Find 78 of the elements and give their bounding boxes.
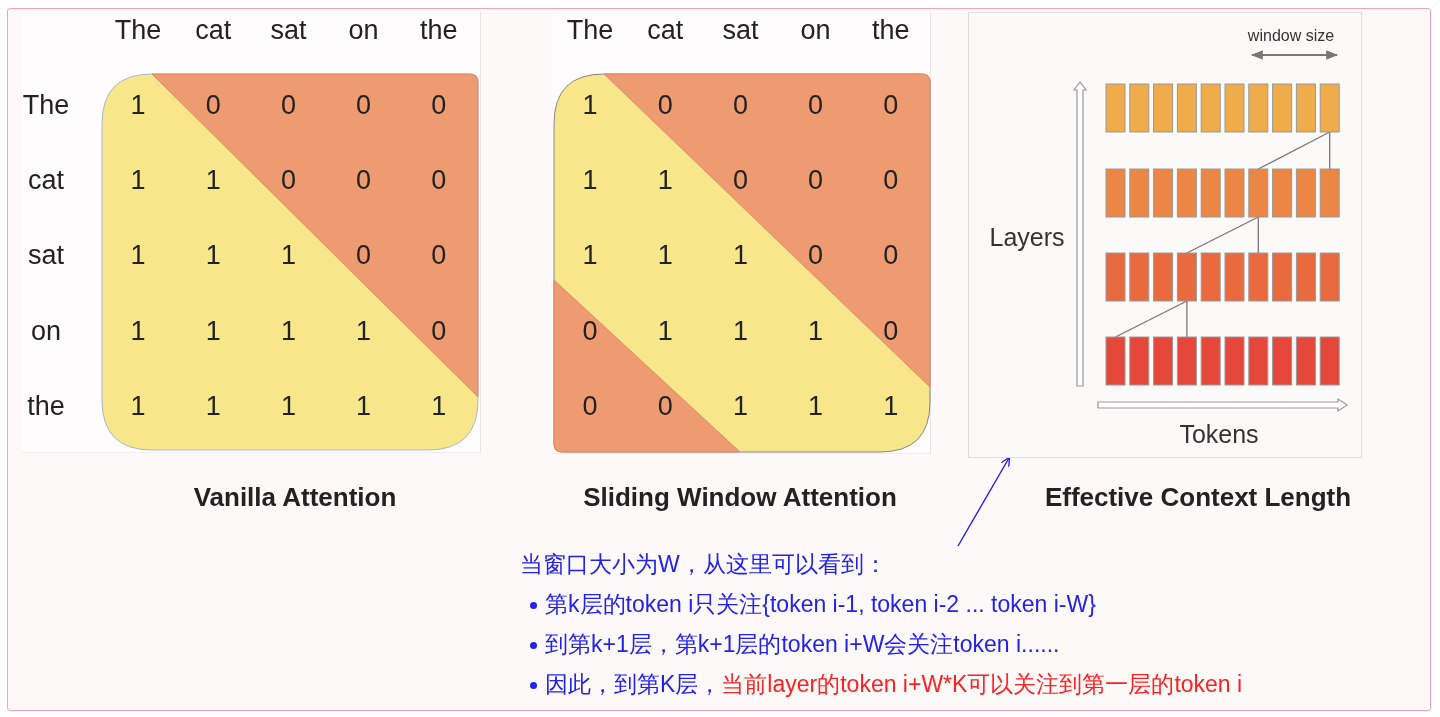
note-text: 当窗口大小为W，从这里可以看到：: [520, 553, 887, 576]
matrix-value: 1: [582, 241, 598, 269]
matrix-value: 1: [732, 317, 748, 345]
matrix-value: 1: [582, 91, 598, 119]
matrix-value: 0: [657, 91, 673, 119]
matrix-value: 1: [280, 241, 296, 269]
row-header: The: [22, 91, 70, 119]
matrix-value: 1: [130, 241, 146, 269]
column-header: cat: [195, 16, 232, 44]
matrix-value: 1: [205, 317, 221, 345]
panel-title: Vanilla Attention: [193, 484, 397, 510]
matrix-value: 0: [356, 91, 372, 119]
matrix-value: 0: [431, 317, 447, 345]
matrix-value: 1: [130, 166, 146, 194]
matrix-value: 1: [657, 317, 673, 345]
column-header: cat: [647, 16, 684, 44]
note-text: 因此，到第K层，: [545, 673, 722, 696]
matrix-value: 1: [808, 317, 824, 345]
axis-label: Layers: [989, 224, 1065, 250]
matrix-value: 1: [205, 241, 221, 269]
matrix-value: 0: [732, 91, 748, 119]
matrix-value: 1: [280, 317, 296, 345]
column-header: on: [800, 16, 831, 44]
note-text: 当前layer的token i+W*K可以关注到第一层的token i: [721, 673, 1243, 696]
matrix-value: 0: [808, 91, 824, 119]
column-header: on: [348, 16, 379, 44]
matrix-value: 1: [732, 241, 748, 269]
row-header: cat: [28, 166, 64, 194]
matrix-value: 1: [356, 392, 372, 420]
matrix-value: 1: [356, 317, 372, 345]
matrix-value: 0: [431, 91, 447, 119]
matrix-value: 0: [582, 317, 598, 345]
matrix-value: 0: [431, 166, 447, 194]
column-header: the: [420, 16, 458, 44]
matrix-value: 0: [883, 317, 899, 345]
row-header: the: [27, 392, 65, 420]
row-header: sat: [28, 241, 64, 269]
matrix-value: 1: [280, 392, 296, 420]
note-text: 到第k+1层，第k+1层的token i+W会关注token i......: [545, 633, 1060, 656]
matrix-value: 1: [130, 317, 146, 345]
arrow: [957, 456, 1011, 547]
matrix-value: 0: [280, 166, 296, 194]
column-header: The: [566, 16, 614, 44]
matrix-value: 1: [431, 392, 447, 420]
matrix-value: 0: [732, 166, 748, 194]
matrix-value: 0: [883, 91, 899, 119]
column-header: sat: [722, 16, 759, 44]
matrix-value: 0: [883, 241, 899, 269]
column-header: sat: [270, 16, 307, 44]
matrix-value: 0: [431, 241, 447, 269]
matrix-value: 0: [883, 166, 899, 194]
matrix-value: 1: [205, 166, 221, 194]
matrix-value: 1: [732, 392, 748, 420]
matrix-value: 1: [130, 392, 146, 420]
matrix-value: 0: [205, 91, 221, 119]
matrix-value: 1: [205, 392, 221, 420]
matrix-value: 0: [808, 166, 824, 194]
matrix-value: 1: [130, 91, 146, 119]
column-header: the: [872, 16, 910, 44]
matrix-value: 1: [657, 166, 673, 194]
matrix-value: 0: [280, 91, 296, 119]
matrix-value: 1: [657, 241, 673, 269]
matrix-value: 0: [808, 241, 824, 269]
matrix-value: 1: [808, 392, 824, 420]
axis-label: Tokens: [1179, 421, 1259, 447]
axis-label: window size: [1247, 28, 1335, 44]
matrix-value: 1: [582, 166, 598, 194]
row-header: on: [31, 317, 61, 345]
column-header: The: [114, 16, 162, 44]
matrix-value: 1: [883, 392, 899, 420]
note-text: 第k层的token i只关注{token i-1, token i-2 ... token i-W}: [545, 593, 1096, 616]
panel-title: Effective Context Length: [1044, 484, 1352, 510]
matrix-value: 0: [657, 392, 673, 420]
matrix-value: 0: [582, 392, 598, 420]
panel-title: Sliding Window Attention: [583, 484, 897, 510]
matrix-value: 0: [356, 166, 372, 194]
diagram-panel: [968, 12, 1362, 458]
matrix-value: 0: [356, 241, 372, 269]
